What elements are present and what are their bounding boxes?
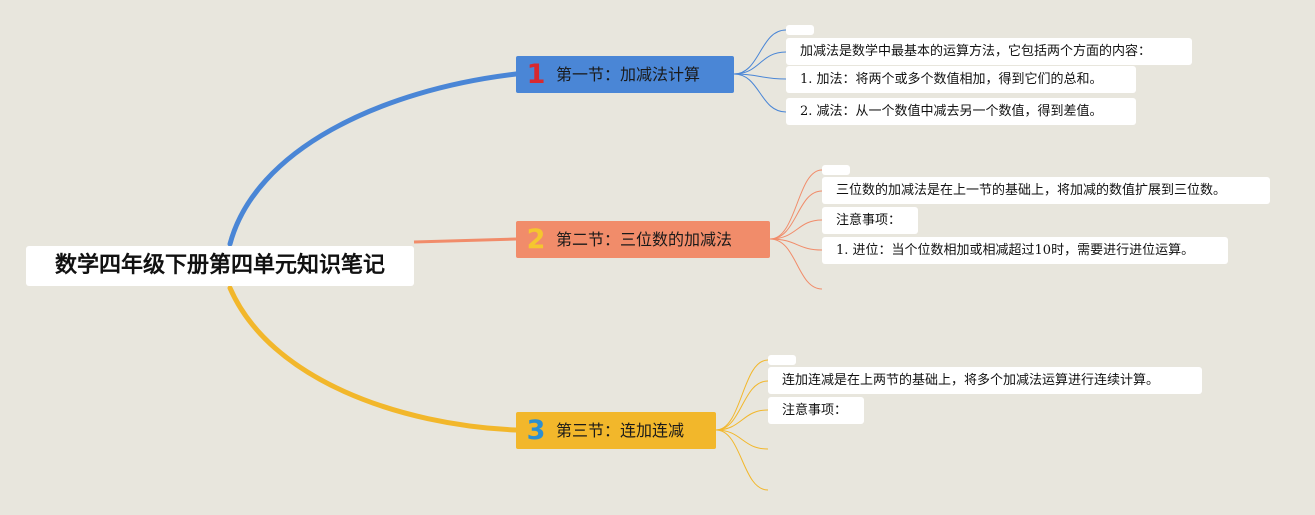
leaf-item[interactable]: 注意事项： (822, 207, 918, 234)
branch-label: 第二节：三位数的加减法 (556, 230, 733, 249)
branch-number: 1 (526, 59, 546, 90)
empty-leaf (768, 355, 796, 365)
branch-2[interactable]: 2 第二节：三位数的加减法 (516, 221, 770, 258)
leaf-item[interactable]: 连加连减是在上两节的基础上，将多个加减法运算进行连续计算。 (768, 367, 1202, 394)
branch-1[interactable]: 1 第一节：加减法计算 (516, 56, 734, 93)
leaf-item[interactable]: 2. 减法：从一个数值中减去另一个数值，得到差值。 (786, 98, 1136, 125)
leaf-item[interactable]: 三位数的加减法是在上一节的基础上，将加减的数值扩展到三位数。 (822, 177, 1270, 204)
empty-leaf (786, 25, 814, 35)
leaf-item[interactable]: 加减法是数学中最基本的运算方法，它包括两个方面的内容： (786, 38, 1192, 65)
branch-label: 第一节：加减法计算 (556, 65, 701, 84)
empty-leaf (822, 165, 850, 175)
root-topic[interactable]: 数学四年级下册第四单元知识笔记 (26, 246, 414, 286)
branch-label: 第三节：连加连减 (556, 421, 685, 440)
branch-number: 2 (526, 224, 546, 255)
leaf-item[interactable]: 1. 加法：将两个或多个数值相加，得到它们的总和。 (786, 66, 1136, 93)
leaf-item[interactable]: 注意事项： (768, 397, 864, 424)
leaf-item[interactable]: 1. 进位：当个位数相加或相减超过10时，需要进行进位运算。 (822, 237, 1228, 264)
branch-3[interactable]: 3 第三节：连加连减 (516, 412, 716, 449)
branch-number: 3 (526, 415, 546, 446)
